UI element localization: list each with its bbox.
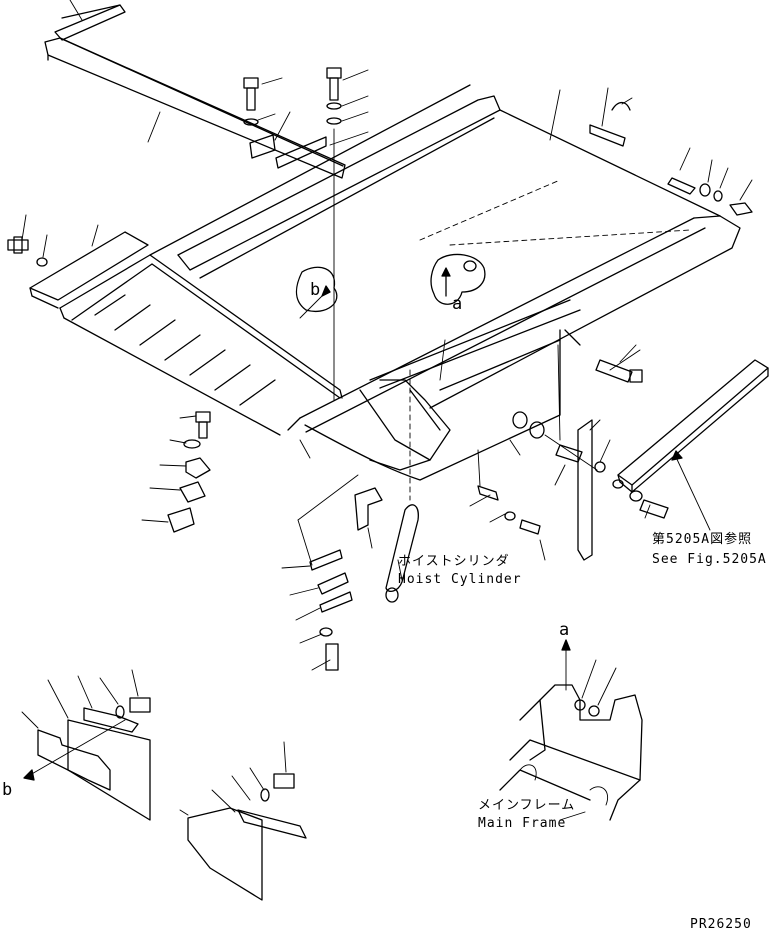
main-frame <box>499 639 643 821</box>
reference-letter-b-upper: b <box>310 280 321 300</box>
reference-letter-a-lower: a <box>559 620 570 640</box>
right-mud-flap <box>179 741 307 901</box>
right-side-bar <box>594 359 769 531</box>
reference-letter-a-upper: a <box>452 294 463 314</box>
leader-lines <box>439 339 641 381</box>
right-upper-pin-stack <box>667 147 753 216</box>
reference-letter-b-lower: b <box>2 780 13 800</box>
hoist-cylinder <box>385 369 419 603</box>
drawing-number: PR26250 <box>690 917 752 932</box>
left-mud-flap <box>21 669 151 821</box>
see-fig-jp-label: 第5205A図参照 <box>652 532 753 547</box>
reference-patch-b <box>295 266 338 319</box>
left-mid-stack <box>141 411 211 533</box>
top-rail <box>44 0 346 179</box>
pin-assembly <box>509 344 601 561</box>
right-mid-bolt <box>595 344 643 383</box>
main-frame-jp-label: メインフレーム <box>478 798 576 813</box>
bolt-stack-right <box>275 67 369 401</box>
reference-patch-a <box>430 253 486 305</box>
see-fig-en-label: See Fig.5205A <box>652 552 767 567</box>
shims-stack <box>281 474 359 671</box>
left-stiffener <box>7 214 149 309</box>
right-top-bracket <box>589 87 633 147</box>
bolt-stack-left <box>243 77 291 159</box>
hoist-cylinder-jp-label: ホイストシリンダ <box>398 554 510 569</box>
dump-body <box>59 84 741 481</box>
hoist-cylinder-en-label: Hoist Cylinder <box>398 572 522 587</box>
hoist-mount-bracket <box>354 449 546 561</box>
main-frame-en-label: Main Frame <box>478 816 567 831</box>
